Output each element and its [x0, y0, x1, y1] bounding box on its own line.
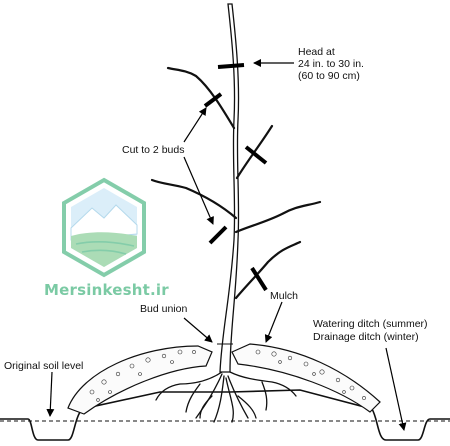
mulch-texture [89, 349, 366, 402]
ground-line [0, 389, 450, 441]
leader-arrows [46, 59, 407, 431]
watering-ditch-label: Watering ditch (summer) [313, 318, 428, 330]
cut-to-2-buds-label: Cut to 2 buds [122, 144, 185, 156]
mulch-arrow [264, 301, 283, 343]
mulch-mound-left [67, 345, 213, 415]
cut-mark-upper-left [203, 92, 223, 108]
head-cut-mark [217, 63, 245, 69]
ditch-arrow [385, 347, 407, 431]
tree-branches [150, 66, 322, 300]
head-label-line3: (60 to 90 cm) [298, 70, 360, 82]
mulch-label: Mulch [270, 290, 299, 302]
watermark-text: Mersinkesht.ir [44, 281, 169, 299]
tree-trunk [219, 3, 240, 373]
bud-union-label: Bud union [140, 303, 188, 315]
cut-mark-lower-left [208, 225, 228, 245]
mountain-field-hexagon-logo [62, 177, 146, 278]
cut-marks [203, 63, 268, 292]
bud-union-arrow [183, 317, 213, 343]
cut-arrow-upper [183, 107, 207, 143]
head-label-line1: Head at [298, 46, 335, 58]
head-label-line2: 24 in. to 30 in. [298, 58, 364, 70]
tree-roots [155, 371, 297, 423]
drainage-ditch-label: Drainage ditch (winter) [313, 331, 419, 343]
cut-arrow-lower [183, 156, 214, 225]
original-soil-level-label: Original soil level [4, 360, 84, 372]
cut-mark-upper-right [244, 145, 268, 165]
mulch-mound-right [231, 343, 381, 413]
soil-level-arrow [46, 371, 55, 417]
cut-mark-lower-right [250, 266, 268, 292]
